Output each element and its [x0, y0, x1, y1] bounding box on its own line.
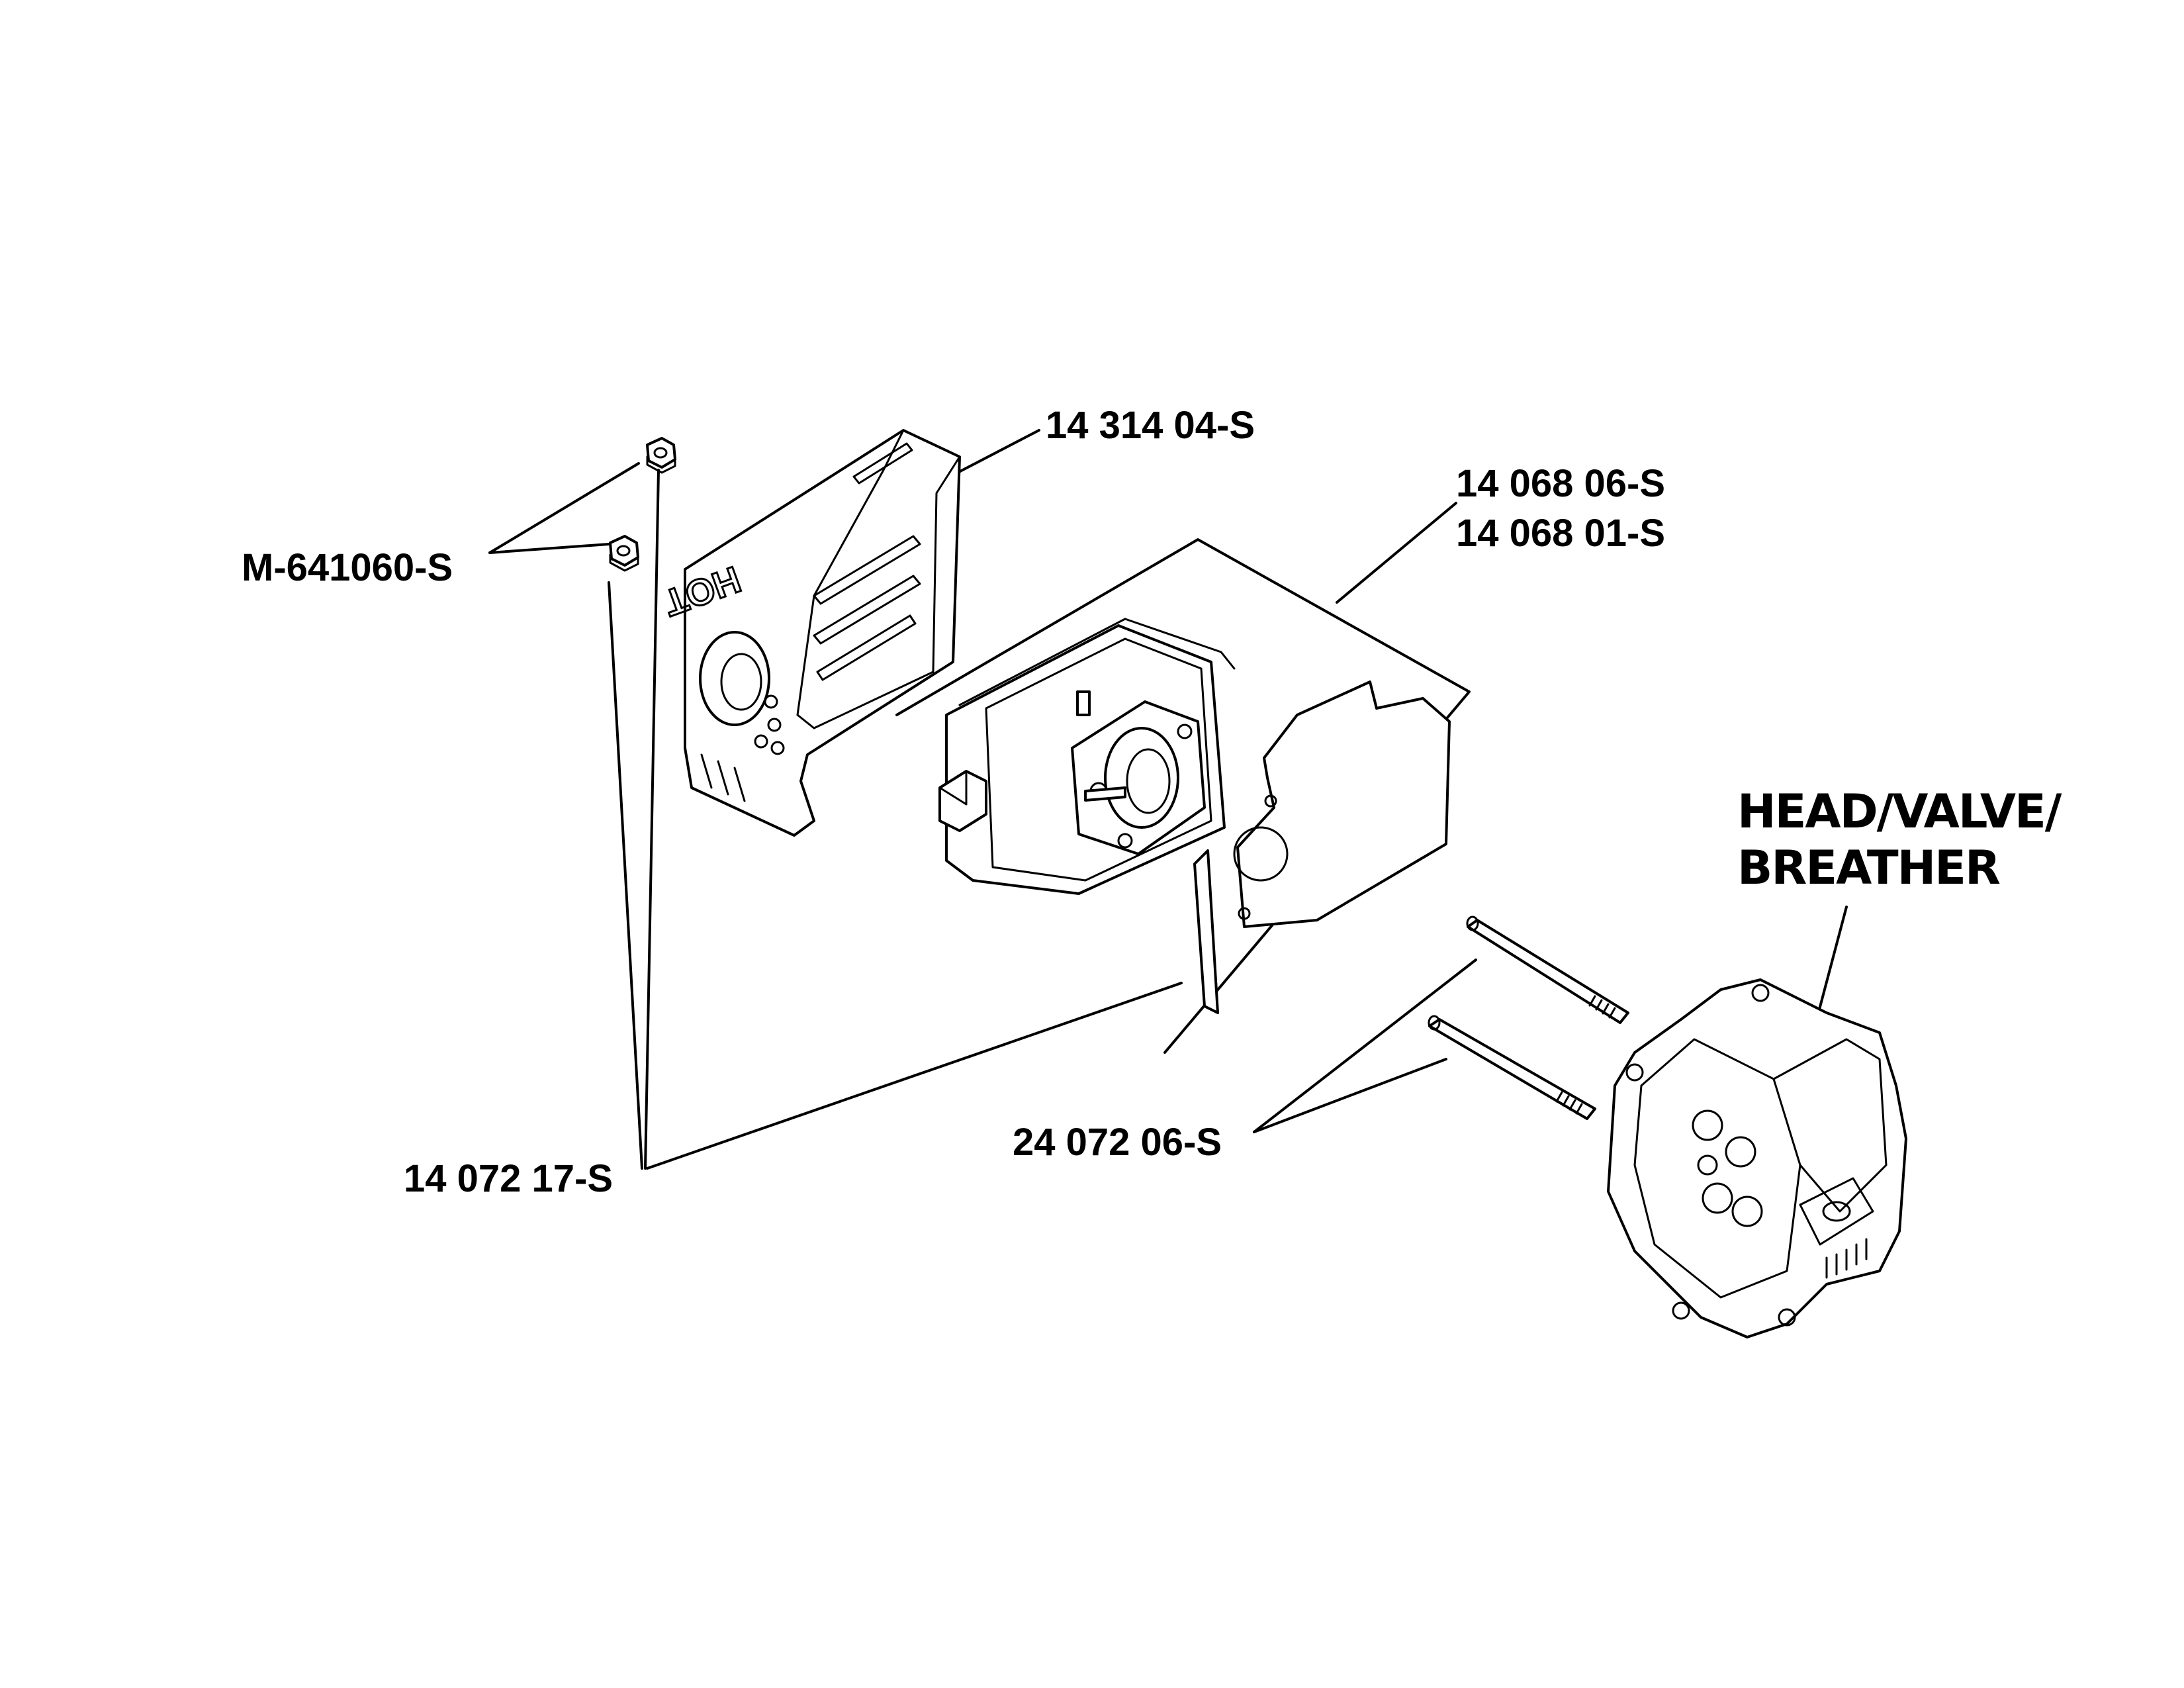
stud-lower — [1428, 1015, 1596, 1120]
callout-heat-shield: 14 314 04-S — [1046, 404, 1255, 447]
leader-stud-upper — [1253, 959, 1477, 1133]
callout-nut: M-641060-S — [242, 546, 453, 589]
section-ref-line2: BREATHER — [1737, 841, 2000, 895]
leader-muffler — [1336, 502, 1457, 604]
callout-stud: 24 072 06-S — [1013, 1121, 1222, 1164]
flange-nut-upper — [646, 437, 676, 474]
flange-nut-lower — [609, 535, 639, 572]
leader-gasket-b — [644, 469, 660, 1170]
muffler-gasket — [1193, 680, 1451, 1014]
stud-upper — [1466, 915, 1629, 1024]
callout-muffler-alternate: 14 068 01-S — [1456, 512, 1665, 555]
callout-gasket: 14 072 17-S — [404, 1157, 613, 1200]
heat-shield: HOT — [657, 429, 961, 837]
leader-heat-shield — [955, 429, 1040, 475]
leader-nut-lower — [488, 543, 610, 554]
leader-head — [1815, 906, 1848, 1021]
muffler — [938, 618, 1236, 895]
leader-stud-lower — [1253, 1058, 1447, 1133]
leader-gasket-a — [608, 581, 643, 1170]
callout-labels: 14 314 04-S 14 068 06-S 14 068 01-S M-64… — [242, 404, 2064, 1200]
callout-muffler-primary: 14 068 06-S — [1456, 462, 1665, 505]
leader-gasket-c — [646, 982, 1183, 1170]
leader-nut-upper — [488, 462, 640, 554]
section-ref-line1: HEAD/VALVE/ — [1737, 784, 2062, 839]
cylinder-head — [1607, 978, 1907, 1338]
